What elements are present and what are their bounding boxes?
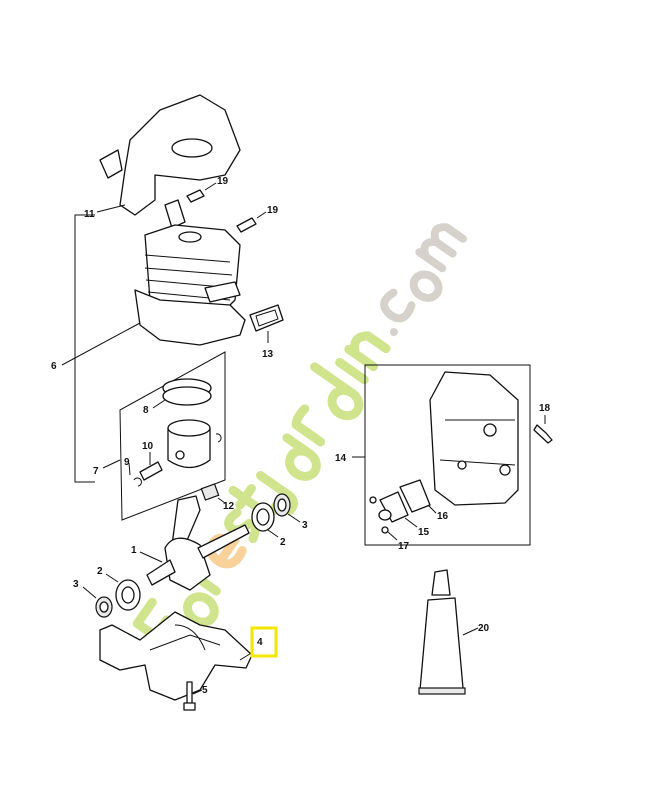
part-10-piston-pin: [139, 452, 163, 481]
part-3-oil-seal: [273, 493, 301, 523]
callout-10: 10: [142, 441, 154, 452]
callout-1: 1: [131, 545, 137, 556]
callout-12: 12: [223, 501, 235, 512]
part-3-oil-seal: [82, 586, 113, 618]
callout-19: 19: [267, 205, 279, 216]
callout-20: 20: [478, 623, 490, 634]
part-9-circlip: [128, 462, 142, 487]
assembly-box-14: [364, 364, 531, 546]
highlight-box-part-4: [250, 626, 278, 658]
callout-5: 5: [202, 685, 208, 696]
callout-4: 4: [257, 637, 263, 648]
part-18-screw: [533, 415, 553, 444]
part-15-flange: [378, 491, 418, 528]
callout-15: 15: [418, 527, 430, 538]
callout-labels: 11 19 19 6 13 8 10 9 7 12 3 2 1 2 3 4 5 …: [51, 176, 551, 696]
callout-19: 19: [217, 176, 229, 187]
part-4-crankcase: [99, 611, 254, 701]
callout-2: 2: [280, 537, 286, 548]
callout-18: 18: [539, 403, 551, 414]
callout-16: 16: [437, 511, 449, 522]
part-6-cylinder: [134, 199, 246, 346]
assembly-box-7: [119, 351, 226, 521]
part-5-screw: [183, 681, 203, 711]
callout-17: 17: [398, 541, 410, 552]
part-2-ball-bearing: [251, 502, 279, 538]
part-11-shroud: [96, 94, 241, 216]
part-muffler: [429, 371, 519, 506]
callout-7: 7: [93, 466, 99, 477]
callout-8: 8: [143, 405, 149, 416]
callout-3: 3: [73, 579, 79, 590]
callout-6: 6: [51, 361, 57, 372]
part-8-piston-rings: [152, 378, 212, 409]
part-19-screw: [186, 182, 267, 233]
callout-3: 3: [302, 520, 308, 531]
part-13-gasket: [249, 304, 284, 343]
part-12-needle-bearing: [200, 483, 226, 504]
callout-2: 2: [97, 566, 103, 577]
part-1-crankshaft: [139, 495, 250, 591]
part-piston: [167, 419, 222, 469]
part-20-grease-tube: [418, 569, 479, 695]
callout-14: 14: [335, 453, 347, 464]
part-2-ball-bearing: [105, 573, 141, 611]
part-17-screw: [369, 496, 398, 541]
callout-9: 9: [124, 457, 130, 468]
callout-11: 11: [84, 209, 95, 220]
assembly-bracket-6: [74, 214, 95, 483]
callout-13: 13: [262, 349, 274, 360]
part-16-gasket: [399, 479, 437, 514]
